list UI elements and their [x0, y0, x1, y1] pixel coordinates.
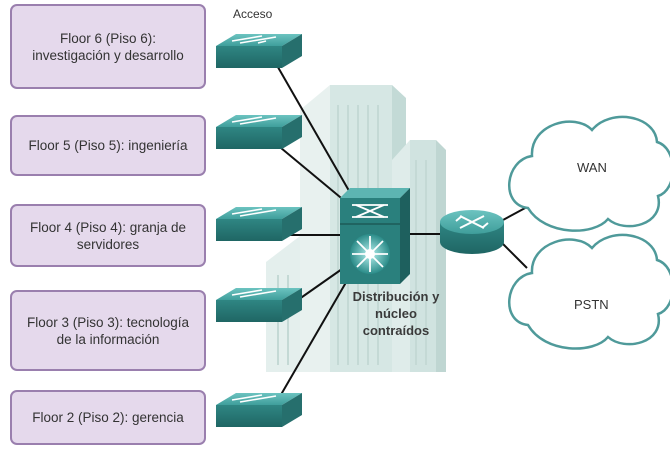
- link-floor2: [274, 271, 353, 406]
- access-layer-label: Acceso: [233, 7, 273, 21]
- floor-5-label: Floor 5 (Piso 5): ingeniería: [28, 138, 188, 153]
- switch-icon: [216, 288, 302, 322]
- link-floor5: [274, 142, 353, 208]
- switch-icon: [216, 207, 302, 241]
- collapsed-core-label: Distribución y núcleo contraídos: [352, 289, 440, 338]
- floor-4-box: Floor 4 (Piso 4): granja de servidores: [10, 204, 206, 267]
- cloud-icon: [507, 233, 670, 350]
- cloud-icon: [507, 115, 670, 232]
- switch-icon: [216, 115, 302, 149]
- floor-6-box: Floor 6 (Piso 6): investigación y desarr…: [10, 4, 206, 89]
- floor-3-label: Floor 3 (Piso 3): tecnología de la infor…: [26, 314, 190, 347]
- floor-6-label: Floor 6 (Piso 6): investigación y desarr…: [32, 30, 184, 63]
- wan-label: WAN: [577, 160, 607, 175]
- floor-3-box: Floor 3 (Piso 3): tecnología de la infor…: [10, 290, 206, 371]
- link-router-pstn: [502, 243, 528, 269]
- link-router-wan: [502, 206, 528, 221]
- switch-icon: [216, 34, 302, 68]
- router-icon: [440, 210, 504, 254]
- floor-2-box: Floor 2 (Piso 2): gerencia: [10, 390, 206, 445]
- multilayer-switch-icon: [340, 188, 410, 284]
- link-floor6: [274, 61, 353, 197]
- pstn-label: PSTN: [574, 297, 609, 312]
- switch-icon: [216, 393, 302, 427]
- floor-2-label: Floor 2 (Piso 2): gerencia: [32, 410, 184, 425]
- floor-4-label: Floor 4 (Piso 4): granja de servidores: [29, 219, 187, 252]
- floor-5-box: Floor 5 (Piso 5): ingeniería: [10, 115, 206, 176]
